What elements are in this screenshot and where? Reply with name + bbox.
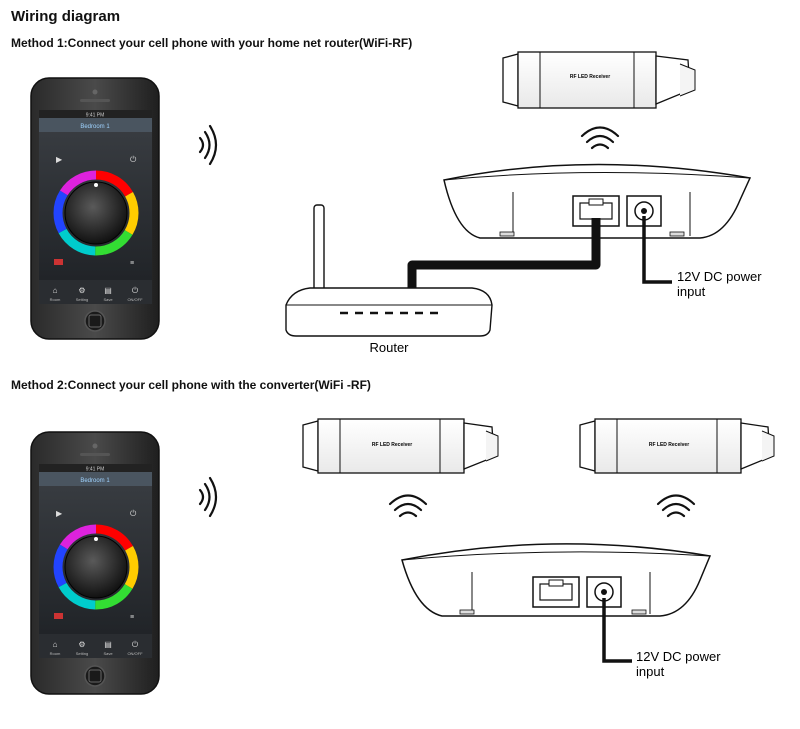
onoff-icon: ⏻ <box>132 286 139 295</box>
method1-title: Method 1:Connect your cell phone with yo… <box>11 36 413 50</box>
phone-2: 9:41 PM Bedroom 1 ▶ ⏻ ≡ ⌂ ⚙ ▤ ⏻ Room Set… <box>30 431 160 695</box>
wifi-rf-converter <box>401 543 712 617</box>
nav-room: Room <box>50 297 61 302</box>
diagram-title: Wiring diagram <box>11 8 121 25</box>
rf-led-receiver-right: RF LED Receiver <box>579 418 775 474</box>
power-cable <box>602 598 632 663</box>
phone-status-time: 9:41 PM <box>86 467 105 473</box>
phone-1: 9:41 PM Bedroom 1 ▶ ⏻ ≡ ⌂ ⚙ ▤ ⏻ Room Set… <box>30 77 160 340</box>
nav-room: Room <box>50 651 61 656</box>
play-icon: ▶ <box>56 509 63 518</box>
receiver-label: RF LED Receiver <box>372 442 412 448</box>
power-input-label-2: input <box>677 284 706 299</box>
phone-status-time: 9:41 PM <box>86 113 105 119</box>
settings-small-icon: ≡ <box>130 260 134 267</box>
power-input-label-2: input <box>636 664 665 679</box>
nav-save: Save <box>103 651 113 656</box>
wireless-signal-icon <box>580 126 620 150</box>
wireless-signal-icon <box>198 124 218 166</box>
home-icon: ⌂ <box>53 286 58 295</box>
power-input-label-1: 12V DC power <box>677 269 762 284</box>
power-icon: ⏻ <box>130 509 137 518</box>
rf-led-receiver: RF LED Receiver <box>502 51 696 109</box>
power-cable <box>642 216 672 284</box>
rf-led-receiver-left: RF LED Receiver <box>302 418 499 474</box>
color-wheel <box>53 524 139 610</box>
gear-icon: ⚙ <box>78 286 85 295</box>
router: Router <box>285 204 493 355</box>
onoff-icon: ⏻ <box>132 640 139 649</box>
nav-setting: Setting <box>76 651 88 656</box>
save-icon: ▤ <box>104 640 112 649</box>
receiver-label: RF LED Receiver <box>649 442 689 448</box>
settings-small-icon: ≡ <box>130 614 134 621</box>
method2-title: Method 2:Connect your cell phone with th… <box>11 378 371 392</box>
save-icon: ▤ <box>104 286 112 295</box>
phone-screen-title: Bedroom 1 <box>80 478 110 484</box>
wireless-signal-icon <box>388 494 428 518</box>
color-wheel <box>53 170 139 256</box>
receiver-label: RF LED Receiver <box>570 74 610 80</box>
ethernet-cable <box>407 218 601 290</box>
wireless-signal-icon <box>198 476 218 518</box>
wireless-signal-icon <box>656 494 696 518</box>
play-icon: ▶ <box>56 155 63 164</box>
power-icon: ⏻ <box>130 155 137 164</box>
nav-save: Save <box>103 297 113 302</box>
phone-screen-title: Bedroom 1 <box>80 124 110 130</box>
home-icon: ⌂ <box>53 640 58 649</box>
router-label: Router <box>369 340 409 355</box>
nav-onoff: ON/OFF <box>127 297 143 302</box>
power-input-label-1: 12V DC power <box>636 649 721 664</box>
gear-icon: ⚙ <box>78 640 85 649</box>
nav-onoff: ON/OFF <box>127 651 143 656</box>
nav-setting: Setting <box>76 297 88 302</box>
